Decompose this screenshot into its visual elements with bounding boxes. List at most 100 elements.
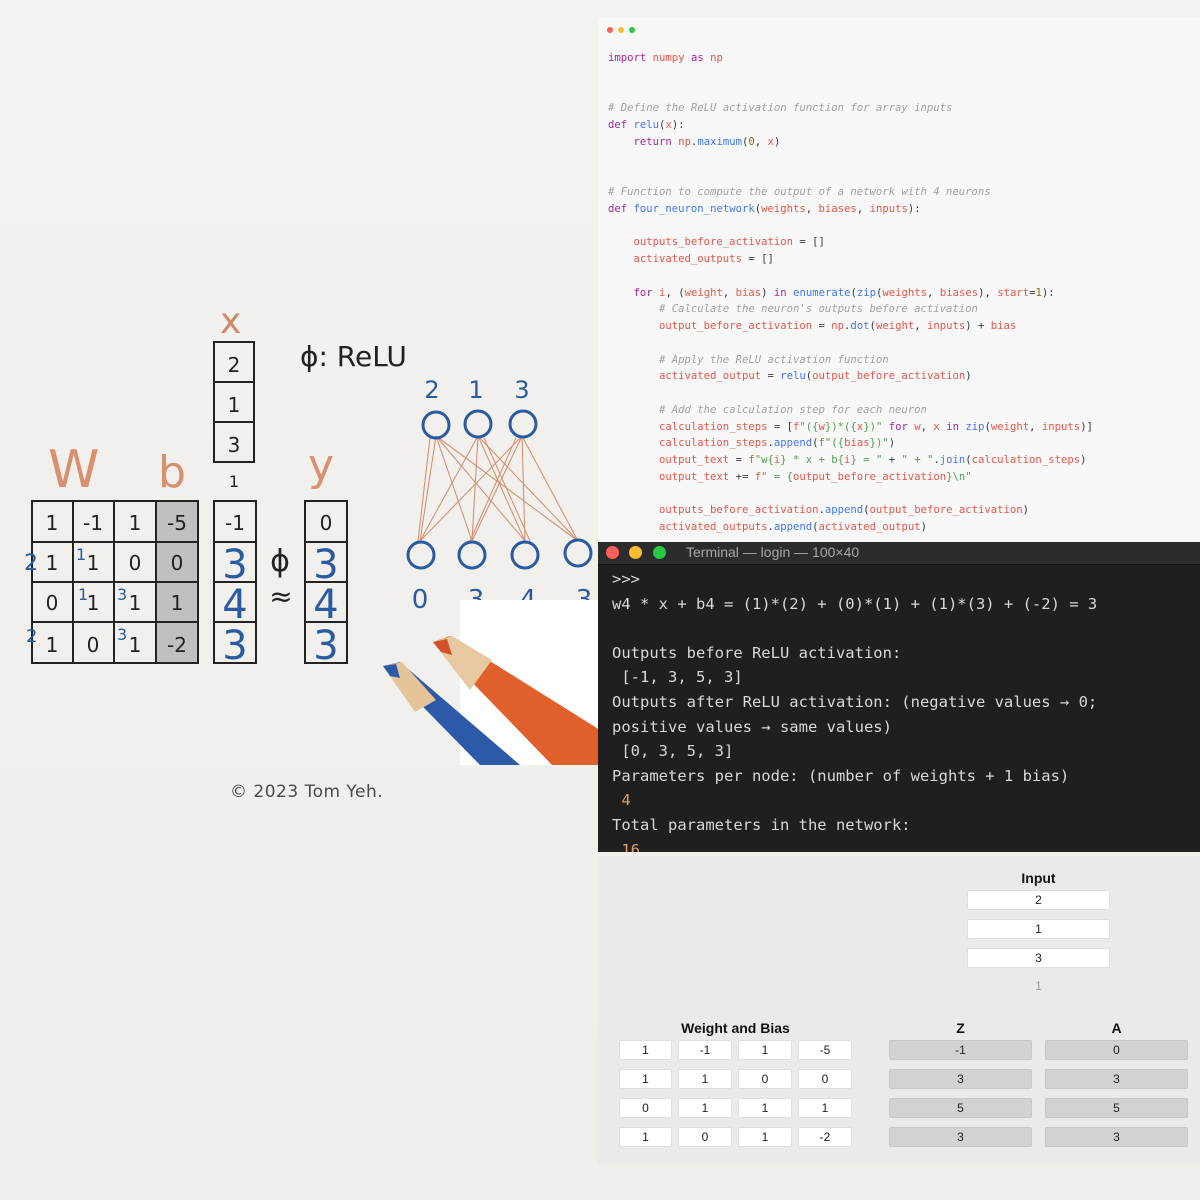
before-label: Outputs before ReLU activation: xyxy=(612,643,902,662)
w-cell: 1 xyxy=(46,633,59,657)
a-output-cell: 0 xyxy=(1045,1040,1188,1060)
calc-line: w4 * x + b4 = (1)*(2) + (0)*(1) + (1)*(3… xyxy=(612,594,1098,613)
label-b: b xyxy=(158,447,186,498)
input-field[interactable]: 3 xyxy=(967,948,1110,968)
bias-cell[interactable]: -2 xyxy=(798,1127,852,1147)
w-cell: 1 xyxy=(129,633,142,657)
before-values: [-1, 3, 5, 3] xyxy=(612,668,743,687)
weight-cell[interactable]: 1 xyxy=(678,1098,732,1118)
close-dot-icon[interactable] xyxy=(607,27,613,33)
label-phi-relu: ϕ: ReLU xyxy=(300,340,407,373)
z-header: Z xyxy=(956,1020,965,1036)
bias-cell: 1 xyxy=(171,591,184,615)
w-cell: 1 xyxy=(46,551,59,575)
weight-cell[interactable]: 1 xyxy=(619,1040,672,1060)
approx-symbol: ≈ xyxy=(269,580,292,613)
terminal-prompt: >>> xyxy=(612,570,640,588)
bias-cell: -5 xyxy=(167,511,187,535)
weight-cell[interactable]: 0 xyxy=(678,1127,732,1147)
y-cell: 4 xyxy=(313,582,338,628)
weight-cell[interactable]: 1 xyxy=(738,1098,792,1118)
a-output-cell: 5 xyxy=(1045,1098,1188,1118)
terminal-title: Terminal — login — 100×40 xyxy=(686,544,860,560)
z-cell: -1 xyxy=(225,511,245,535)
w-cell: -1 xyxy=(83,511,103,535)
terminal-window: Terminal — login — 100×40 >>> w4 * x + b4… xyxy=(598,542,1200,852)
w-cell: 0 xyxy=(129,551,142,575)
weight-cell[interactable]: 1 xyxy=(738,1040,792,1060)
net-bottom-label: 0 xyxy=(412,585,429,615)
z-output-cell: 3 xyxy=(889,1069,1032,1089)
w-cell: 1 xyxy=(129,511,142,535)
annot-inner: 3 xyxy=(117,625,127,644)
annot-inner: 3 xyxy=(117,585,127,604)
label-y: y xyxy=(308,440,334,491)
y-cell: 3 xyxy=(313,542,338,588)
x-cell: 1 xyxy=(228,393,241,417)
x-cell: 3 xyxy=(228,433,241,457)
minimize-dot-icon[interactable] xyxy=(618,27,624,33)
after-label: Outputs after ReLU activation: (negative… xyxy=(612,692,1098,711)
network-calculator-app: Input 2 1 3 1 Weight and Bias Z A 1 -1 1… xyxy=(598,856,1200,1164)
params-label: Parameters per node: (number of weights … xyxy=(612,766,1070,785)
input-field[interactable]: 1 xyxy=(967,919,1110,939)
w-cell: 1 xyxy=(87,551,100,575)
z-output-cell: -1 xyxy=(889,1040,1032,1060)
w-cell: 0 xyxy=(46,591,59,615)
weight-cell[interactable]: 1 xyxy=(678,1069,732,1089)
weight-cell[interactable]: 1 xyxy=(619,1069,672,1089)
terminal-titlebar: Terminal — login — 100×40 xyxy=(598,542,1200,565)
network-diagram: 2 1 3 0 3 4 3 xyxy=(406,376,593,615)
bias-cell[interactable]: 1 xyxy=(798,1098,852,1118)
weight-cell[interactable]: -1 xyxy=(678,1040,732,1060)
w-cell: 1 xyxy=(87,591,100,615)
colored-pencils-image xyxy=(383,600,600,765)
terminal-output[interactable]: >>> w4 * x + b4 = (1)*(2) + (0)*(1) + (1)… xyxy=(598,565,1200,852)
annot-inner: 1 xyxy=(78,585,88,604)
params-value: 4 xyxy=(612,791,631,810)
w-cell: 1 xyxy=(129,591,142,615)
after-values: [0, 3, 5, 3] xyxy=(612,742,734,761)
weight-cell[interactable]: 0 xyxy=(619,1098,672,1118)
a-output-cell: 3 xyxy=(1045,1069,1188,1089)
bias-cell[interactable]: -5 xyxy=(798,1040,852,1060)
code-editor-window: import numpy as np # Define the ReLU act… xyxy=(598,18,1200,543)
maximize-dot-icon[interactable] xyxy=(629,27,635,33)
minimize-dot-icon[interactable] xyxy=(629,546,642,559)
weight-matrix: 1 -1 1 1 1 0 0 1 1 1 0 1 -5 0 1 -2 2 2 1… xyxy=(24,500,199,664)
z-cell: 4 xyxy=(222,582,247,628)
y-cell: 0 xyxy=(320,511,333,535)
weight-bias-header: Weight and Bias xyxy=(681,1020,790,1036)
y-vector: 0 3 4 3 xyxy=(304,500,348,669)
w-cell: 1 xyxy=(46,511,59,535)
weight-cell[interactable]: 1 xyxy=(738,1127,792,1147)
z-cell: 3 xyxy=(222,542,247,588)
y-cell: 3 xyxy=(313,623,338,669)
copyright-text: © 2023 Tom Yeh. xyxy=(230,782,384,802)
label-x: x xyxy=(220,301,241,342)
bias-cell[interactable]: 0 xyxy=(798,1069,852,1089)
close-dot-icon[interactable] xyxy=(606,546,619,559)
code-block: import numpy as np # Define the ReLU act… xyxy=(608,52,1093,533)
window-controls xyxy=(607,27,635,33)
bias-cell: 0 xyxy=(171,551,184,575)
weight-cell[interactable]: 0 xyxy=(738,1069,792,1089)
bias-cell: -2 xyxy=(167,633,187,657)
annot-inner: 1 xyxy=(76,545,86,564)
maximize-dot-icon[interactable] xyxy=(653,546,666,559)
phi-symbol: ϕ xyxy=(270,544,290,579)
after-label-2: positive values → same values) xyxy=(612,717,892,736)
input-field[interactable]: 2 xyxy=(967,890,1110,910)
x-bias-one: 1 xyxy=(229,472,239,491)
annot-left: 2 xyxy=(26,626,37,647)
net-top-label: 2 xyxy=(424,376,439,404)
z-output-cell: 5 xyxy=(889,1098,1032,1118)
a-output-cell: 3 xyxy=(1045,1127,1188,1147)
x-vector: 2 1 3 1 xyxy=(213,341,255,491)
weight-cell[interactable]: 1 xyxy=(619,1127,672,1147)
input-bias-one: 1 xyxy=(1035,979,1042,993)
net-top-label: 3 xyxy=(514,376,529,404)
label-w: W xyxy=(48,440,99,500)
z-cell: 3 xyxy=(222,623,247,669)
annot-left: 2 xyxy=(24,551,38,576)
